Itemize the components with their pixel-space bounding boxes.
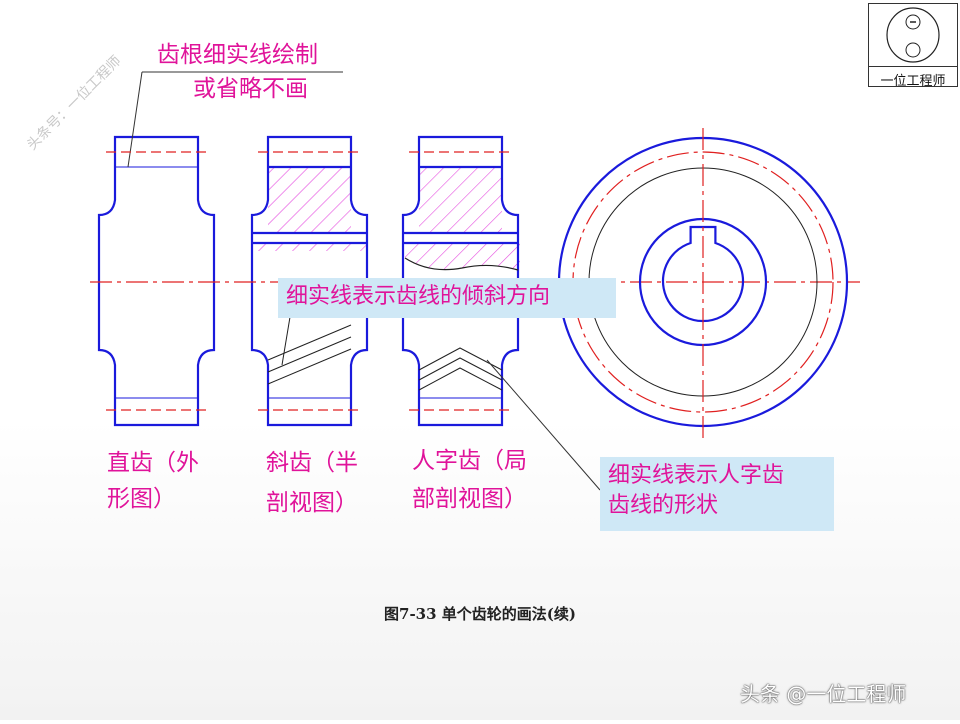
herringbone-gear-view — [401, 135, 601, 491]
figure-caption: 图7-33 单个齿轮的画法(续) — [384, 605, 576, 623]
spur-gear-view — [97, 71, 216, 427]
helical-gear-view — [250, 135, 369, 427]
logo-emblem — [886, 7, 940, 63]
root-line-label-line2: 或省略不画 — [193, 76, 308, 102]
herringbone-shape-text-line2: 齿线的形状 — [608, 492, 719, 518]
footer-watermark: 头条 @一位工程师 — [740, 682, 907, 706]
herringbone-shape-callout: 细实线表示人字齿 齿线的形状 — [600, 457, 834, 531]
logo-badge: 一位工程师 — [868, 3, 958, 89]
herringbone-centerlines — [409, 151, 512, 411]
helical-centerlines — [258, 151, 362, 411]
helical-label-line1: 斜齿（半 — [266, 450, 358, 476]
helical-label-line2: 剖视图） — [266, 490, 358, 516]
logo-text: 一位工程师 — [869, 66, 957, 89]
spur-label-line1: 直齿（外 — [107, 450, 199, 476]
helix-direction-callout: 细实线表示齿线的倾斜方向 — [278, 278, 616, 318]
herringbone-shape-text-line1: 细实线表示人字齿 — [608, 463, 785, 488]
root-line-label-line1: 齿根细实线绘制 — [157, 42, 318, 68]
spur-centerlines — [106, 151, 208, 411]
herringbone-label-line2: 部剖视图） — [412, 486, 527, 512]
helix-direction-text: 细实线表示齿线的倾斜方向 — [286, 284, 551, 309]
herringbone-label-line1: 人字齿（局 — [412, 448, 527, 474]
spur-label-line2: 形图） — [107, 486, 176, 512]
